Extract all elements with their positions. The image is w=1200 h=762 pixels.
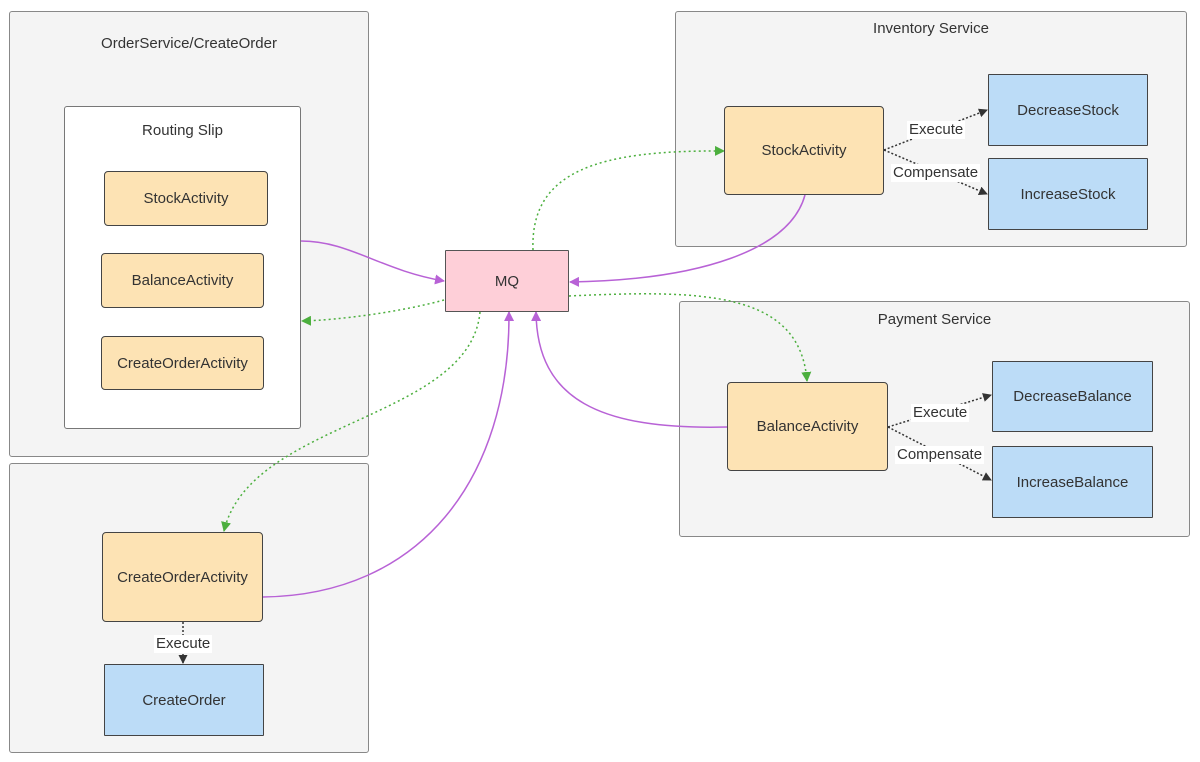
edge-stock-execute (883, 108, 988, 151)
edge-mq-to-balance-activity (568, 293, 812, 382)
edge-balance-activity-to-mq (531, 311, 728, 428)
mq-node[interactable]: MQ (445, 250, 569, 312)
stock-activity-node[interactable]: StockActivity (724, 106, 884, 195)
order-service-title: OrderService/CreateOrder (101, 35, 277, 52)
slip-balance-activity[interactable]: BalanceActivity (101, 253, 264, 308)
routing-slip-title: Routing Slip (142, 122, 223, 139)
edge-create-order-activity-to-mq (262, 311, 515, 598)
balance-execute-label: Execute (911, 404, 970, 422)
slip-stock-activity[interactable]: StockActivity (104, 171, 268, 226)
stock-compensate-label: Compensate (891, 164, 981, 182)
create-order-activity-node[interactable]: CreateOrderActivity (102, 532, 263, 622)
edge-stock-activity-to-mq (569, 194, 806, 287)
edge-mq-to-stock-activity (532, 145, 725, 251)
balance-compensate-label: Compensate (895, 446, 985, 464)
payment-service-title: Payment Service (877, 311, 992, 328)
balance-activity-node[interactable]: BalanceActivity (727, 382, 888, 471)
create-order-node[interactable]: CreateOrder (104, 664, 264, 736)
edge-slip-to-mq (300, 240, 445, 285)
decrease-stock-node[interactable]: DecreaseStock (988, 74, 1148, 146)
inventory-service-title: Inventory Service (873, 20, 989, 37)
slip-create-order-activity[interactable]: CreateOrderActivity (101, 336, 264, 390)
create-execute-label: Execute (154, 635, 213, 653)
edge-mq-to-slip (301, 299, 445, 326)
stock-execute-label: Execute (907, 121, 966, 139)
increase-stock-node[interactable]: IncreaseStock (988, 158, 1148, 230)
decrease-balance-node[interactable]: DecreaseBalance (992, 361, 1153, 432)
increase-balance-node[interactable]: IncreaseBalance (992, 446, 1153, 518)
edge-mq-to-create-order-activity (221, 311, 481, 532)
